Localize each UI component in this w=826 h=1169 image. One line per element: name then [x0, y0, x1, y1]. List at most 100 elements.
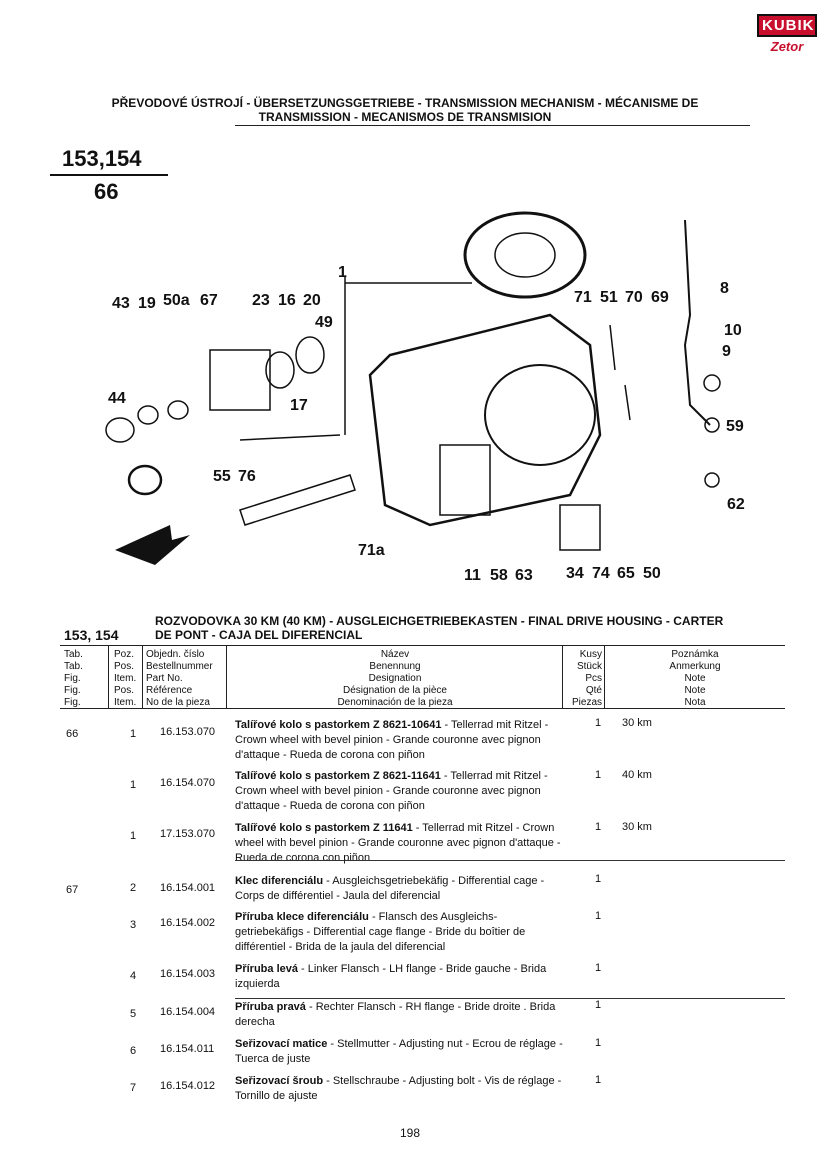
header-pos-1: Pos. [114, 661, 135, 672]
row-3-num: 16.154.001 [160, 882, 216, 894]
callout-69: 69 [651, 289, 669, 306]
header-desc-3: Désignation de la pièce [343, 685, 447, 696]
row-5-qty: 1 [595, 962, 602, 974]
row-4-name: Příruba klece diferenciálu [235, 911, 369, 923]
header-line-1: PŘEVODOVÉ ÚSTROJÍ - ÜBERSETZUNGSGETRIEBE… [111, 96, 699, 110]
section-title-line-2: DE PONT - CAJA DEL DIFERENCIAL [155, 628, 363, 642]
figure-number: 153,154 66 [50, 146, 168, 205]
dipstick [683, 219, 711, 426]
callout-10: 10 [724, 322, 742, 339]
row-2-num: 17.153.070 [160, 828, 216, 840]
row-1-num: 16.154.070 [160, 777, 216, 789]
row-7-name: Seřizovací matice [235, 1038, 328, 1050]
housing-bore [484, 364, 596, 466]
header-desc-col: Název Benennung Designation Désignation … [230, 649, 560, 709]
row-7-qty: 1 [595, 1037, 602, 1049]
exploded-diagram: 1 43 19 50a 67 23 16 20 49 17 44 55 76 7… [105, 211, 745, 584]
header-note-2: Note [684, 673, 706, 684]
row-7-pos: 6 [130, 1045, 137, 1057]
header-desc-4: Denominación de la pieza [337, 697, 453, 708]
callout-70: 70 [625, 289, 643, 306]
row-0-name: Talířové kolo s pastorkem Z 8621-10641 [235, 719, 442, 731]
row-7-text: - Stellmutter - Adjusting nut - Ecrou de… [235, 1038, 563, 1065]
figure-number-bottom: 66 [94, 179, 119, 204]
row-1-qty: 1 [595, 769, 602, 781]
row-4-num: 16.154.002 [160, 917, 216, 929]
row-3-desc: Klec diferenciálu - Ausgleichsgetriebekä… [235, 874, 565, 904]
callout-34: 34 [566, 565, 584, 582]
row-2-text: - Tellerrad mit Ritzel - Crown wheel wit… [235, 822, 561, 864]
row-6-text: - Rechter Flansch - RH flange - Bride dr… [235, 1001, 556, 1028]
row-separator-2 [235, 998, 785, 999]
row-4-desc: Příruba klece diferenciálu - Flansch des… [235, 910, 565, 955]
callout-74: 74 [592, 565, 610, 582]
bearing-19 [167, 400, 189, 420]
table-header: Tab. Tab. Fig. Fig. Fig. Poz. Pos. Item.… [60, 645, 785, 709]
bearing-43 [137, 405, 159, 425]
logo-zetor: Zetor [770, 39, 804, 54]
plug-9 [703, 374, 721, 392]
callout-11: 11 [464, 567, 481, 584]
header-note-col: Poznámka Anmerkung Note Note Nota [606, 649, 784, 709]
page-number: 198 [400, 1126, 421, 1140]
header-qty-2: Pcs [585, 673, 602, 684]
section-number: 153, 154 [64, 627, 119, 643]
row-6-desc: Příruba pravá - Rechter Flansch - RH fla… [235, 1000, 565, 1030]
row-1-note: 40 km [622, 769, 652, 781]
page-header: PŘEVODOVÉ ÚSTROJÍ - ÜBERSETZUNGSGETRIEBE… [60, 96, 750, 124]
bearing-16 [265, 351, 295, 389]
row-3-pos: 2 [130, 882, 137, 894]
callout-59: 59 [726, 418, 744, 435]
callout-71a: 71a [358, 542, 385, 559]
callout-65: 65 [617, 565, 635, 582]
row-0-num: 16.153.070 [160, 726, 216, 738]
row-0-tab: 66 [66, 728, 79, 740]
row-7-desc: Seřizovací matice - Stellmutter - Adjust… [235, 1037, 565, 1067]
brand-logo: KUBIK Zetor [757, 14, 817, 64]
header-note-1: Anmerkung [669, 661, 721, 672]
row-3-name: Klec diferenciálu [235, 875, 324, 887]
callout-62: 62 [727, 496, 745, 513]
row-3-tab: 67 [66, 884, 79, 896]
row-5-desc: Příruba levá - Linker Flansch - LH flang… [235, 962, 565, 992]
logo-kubik: KUBIK [757, 14, 817, 37]
header-desc-0: Název [380, 649, 410, 660]
row-4-text: - Flansch des Ausgleichs-getriebekäfigs … [235, 911, 526, 953]
callout-9: 9 [722, 343, 731, 360]
header-tab-0: Tab. [64, 649, 83, 660]
pin-70 [624, 384, 631, 421]
callout-51: 51 [600, 289, 618, 306]
plug-62 [704, 472, 720, 488]
header-num-0: Objedn. číslo [146, 649, 205, 660]
header-tab-1: Tab. [64, 661, 83, 672]
row-0-note: 30 km [622, 717, 652, 729]
callout-44: 44 [108, 390, 126, 407]
callout-71: 71 [574, 289, 592, 306]
header-tab-2: Fig. [64, 673, 81, 684]
header-desc-1: Benennung [369, 661, 421, 672]
header-tab-col: Tab. Tab. Fig. Fig. Fig. [64, 649, 83, 709]
row-5-name: Příruba levá [235, 963, 298, 975]
header-pos-4: Item. [114, 697, 137, 708]
row-8-qty: 1 [595, 1074, 602, 1086]
callout-1: 1 [338, 264, 347, 281]
row-6-num: 16.154.004 [160, 1006, 216, 1018]
row-2-name: Talířové kolo s pastorkem Z 11641 [235, 822, 413, 834]
row-6-name: Příruba pravá [235, 1001, 306, 1013]
header-qty-0: Kusy [579, 649, 602, 660]
crown-wheel-hub [494, 232, 556, 278]
row-8-desc: Seřizovací šroub - Stellschraube - Adjus… [235, 1074, 565, 1104]
callout-50a: 50a [163, 292, 190, 309]
crown-wheel [463, 211, 587, 299]
row-1-name: Talířové kolo s pastorkem Z 8621-11641 [235, 770, 441, 782]
callout-50: 50 [643, 565, 661, 582]
row-2-desc: Talířové kolo s pastorkem Z 11641 - Tell… [235, 821, 565, 866]
callout-49: 49 [315, 314, 333, 331]
header-qty-3: Qté [585, 685, 602, 696]
row-8-text: - Stellschraube - Adjusting bolt - Vis d… [235, 1075, 562, 1102]
row-5-num: 16.154.003 [160, 968, 216, 980]
figure-number-top: 153,154 [50, 146, 168, 176]
header-pos-0: Poz. [114, 649, 135, 660]
row-8-pos: 7 [130, 1082, 137, 1094]
bearing-44 [105, 417, 135, 443]
